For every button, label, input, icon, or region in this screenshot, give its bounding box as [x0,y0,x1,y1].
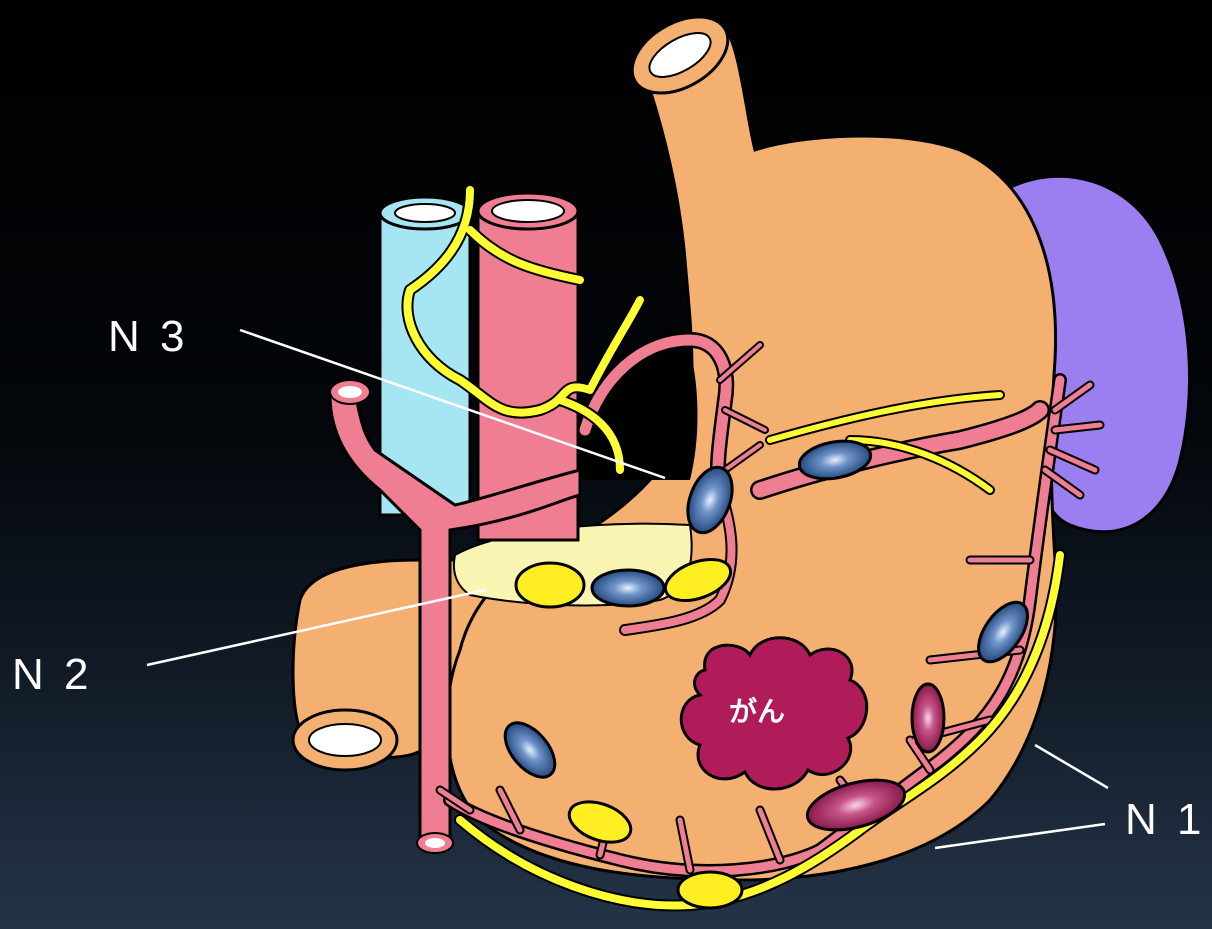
lymph-node [592,570,664,606]
lymph-node [912,684,944,752]
hepatic-artery-top-lumen [338,386,362,398]
n1-leader-line-lower [935,824,1105,848]
vena-cava-lumen [395,204,455,222]
cancer-label: がん [722,690,792,730]
aorta-lumen [492,200,564,222]
lymph-node [516,563,584,607]
n1-leader-line-upper [1035,745,1108,788]
artery-bottom-lumen [425,838,445,848]
lymph-node [678,872,742,908]
duodenum-lumen-inner [309,724,381,756]
n2-label: N 2 [12,650,92,700]
n3-label: N 3 [108,312,188,362]
n1-label: N 1 [1125,795,1205,845]
